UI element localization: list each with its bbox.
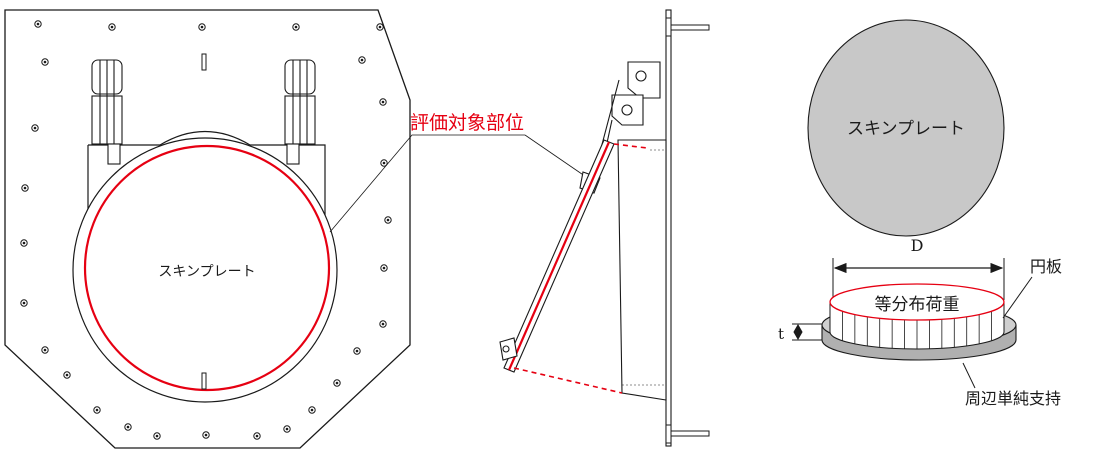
bolt-center [22, 301, 26, 305]
bolt-center [95, 408, 99, 412]
model-view: スキンプレート D 等分布荷重 円板 t 周辺単純支持 [778, 19, 1062, 408]
bolt-center [381, 322, 385, 326]
bolt-center [360, 58, 364, 62]
right-hinge-arm [284, 59, 316, 165]
bolt-center [23, 186, 27, 190]
uniform-load-label: 等分布荷重 [875, 295, 960, 315]
disc-leader [1002, 276, 1033, 319]
bolt-center [155, 434, 159, 438]
bolt-center [110, 25, 114, 29]
duct-body [617, 139, 667, 401]
bolt-center [200, 25, 204, 29]
wall-plate [665, 9, 672, 447]
bolt-center [33, 126, 37, 130]
bolt-center [22, 241, 26, 245]
bolt-center [381, 100, 385, 104]
bolt-center [126, 425, 130, 429]
side-view [499, 9, 710, 447]
bolt-center [285, 427, 289, 431]
thickness-label: t [778, 325, 784, 343]
hinge-back-plate [87, 130, 326, 215]
bolt-center [386, 218, 390, 222]
bolt-center [355, 349, 359, 353]
bolt-center [378, 25, 382, 29]
left-hinge-arm [91, 59, 123, 165]
evaluation-target-label: 評価対象部位 [410, 112, 524, 134]
skin-plate-top-label: スキンプレート [847, 119, 965, 139]
tilted-skin-plate [503, 139, 615, 373]
bolt-center [43, 348, 47, 352]
bolt-center [65, 373, 69, 377]
skin-plate-front-label: スキンプレート [158, 264, 255, 280]
support-leader [962, 362, 976, 389]
bolt-center [204, 433, 208, 437]
skin-plate-disc [807, 19, 1005, 237]
top-slot [201, 53, 207, 71]
top-dashed-line [613, 143, 648, 149]
bolt-center [382, 266, 386, 270]
frame-bolts [20, 20, 392, 440]
bolt-center [310, 408, 314, 412]
bottom-dashed-line [513, 367, 623, 394]
bottom-lug [499, 337, 518, 361]
evaluation-target-circle [83, 144, 331, 392]
bottom-slot [201, 372, 207, 390]
disc-label: 円板 [1030, 257, 1062, 276]
skin-plate-outline [72, 137, 338, 403]
thickness-marker [792, 323, 822, 341]
wall-bolts [665, 17, 710, 444]
bolt-center [294, 25, 298, 29]
bolt-center [382, 161, 386, 165]
bolt-center [36, 22, 40, 26]
bolt-center [43, 60, 47, 64]
tilted-plate-highlight [507, 141, 611, 371]
front-view: スキンプレート [4, 9, 411, 449]
diameter-label: D [911, 236, 924, 255]
uniform-load-cylinder [829, 283, 1005, 350]
bolt-center [335, 381, 339, 385]
bolt-center [255, 434, 259, 438]
simple-support-label: 周辺単純支持 [965, 389, 1061, 408]
